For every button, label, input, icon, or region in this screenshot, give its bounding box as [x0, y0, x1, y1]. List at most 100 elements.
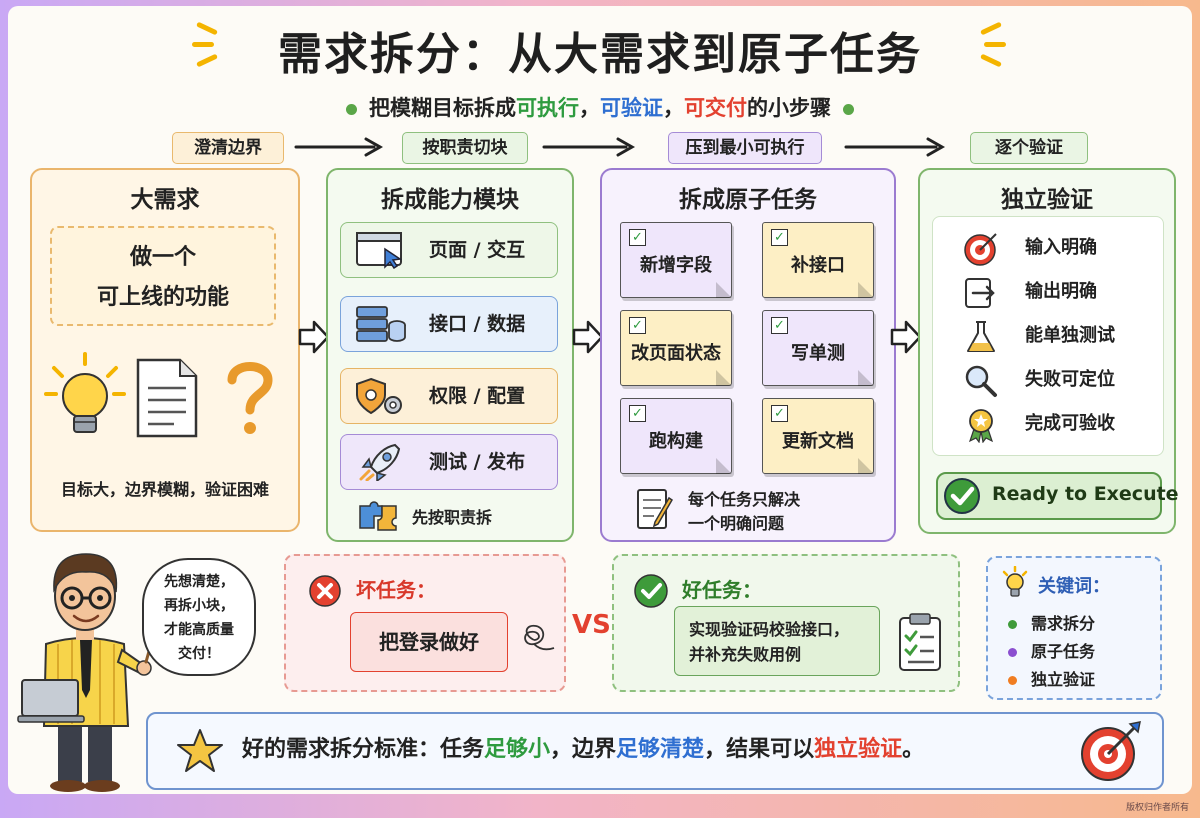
- subtitle-keyword-deliverable: 可交付: [684, 96, 747, 120]
- panel-atomic-tasks: 拆成原子任务 ✓新增字段 ✓补接口 ✓改页面状态 ✓写单测 ✓跑构建 ✓更新文档…: [600, 168, 896, 542]
- flask-icon: [967, 321, 995, 352]
- big-task-line: 可上线的功能: [96, 285, 229, 310]
- big-task-line: 做一个: [129, 245, 196, 270]
- standard-text-part: 。: [902, 737, 925, 762]
- module-permission-config: 权限 / 配置: [340, 368, 558, 424]
- standard-keyword-verify: 独立验证: [814, 737, 903, 762]
- question-mark-icon: [227, 362, 273, 434]
- panel2-footer: 先按职责拆: [412, 508, 493, 527]
- ready-to-execute-badge[interactable]: Ready to Execute: [936, 472, 1179, 520]
- task-note: ✓ 改页面状态: [620, 310, 732, 386]
- puzzle-icon: [359, 501, 397, 531]
- speech-line: 才能高质量: [164, 622, 234, 638]
- module-api-data: 接口 / 数据: [340, 296, 558, 352]
- task-note: ✓补接口: [762, 222, 874, 298]
- module-test-release: 测试 / 发布: [340, 434, 558, 490]
- step-clarify-boundary: 澄清边界: [172, 132, 284, 164]
- standard-keyword-small: 足够小: [484, 737, 551, 762]
- task-label: 写单测: [791, 343, 845, 364]
- keyword-dot-icon: [1008, 648, 1017, 657]
- ready-label: Ready to Execute: [992, 483, 1179, 505]
- step-arrow-icon: [294, 137, 384, 157]
- good-task-line: 实现验证码校验接口，: [689, 620, 850, 639]
- good-task-label: 好任务：: [682, 578, 762, 602]
- keywords-box: 关键词： 需求拆分 原子任务 独立验证: [986, 556, 1162, 700]
- target-icon: [964, 233, 997, 266]
- checkbox-icon: ✓: [629, 317, 646, 334]
- green-dot-icon: [346, 103, 357, 115]
- task-label: 补接口: [791, 255, 845, 276]
- flow-arrow-icon: [890, 320, 922, 354]
- module-label: 接口 / 数据: [429, 313, 526, 335]
- panel-capability-modules: 拆成能力模块 页面 / 交互 接口 / 数据: [326, 168, 574, 542]
- standard-text-part: ，结果可以: [704, 737, 815, 762]
- shield-gear-icon: [356, 377, 402, 415]
- x-circle-icon: [309, 575, 341, 607]
- flow-arrow-icon: [298, 320, 330, 354]
- infographic-canvas: 需求拆分：从大需求到原子任务 把模糊目标拆成可执行，可验证，可交付的小步骤 澄清…: [8, 6, 1192, 794]
- bad-task-card: 坏任务： 把登录做好: [284, 554, 566, 692]
- medal-icon: [968, 409, 994, 443]
- criteria-label: 输入明确: [1025, 237, 1097, 258]
- standard-text-part: ，边界: [550, 737, 617, 762]
- step-minimal-executable: 压到最小可执行: [668, 132, 822, 164]
- panel-independent-verification: 独立验证 输入明确 输出明确 能单独测试 失败可定位 完成可验收: [918, 168, 1179, 534]
- document-icon: [136, 358, 198, 438]
- good-task-example: 实现验证码校验接口， 并补充失败用例: [674, 606, 880, 676]
- rocket-icon: [359, 443, 401, 481]
- magnifier-icon: [965, 365, 997, 397]
- panel-title: 独立验证: [1001, 187, 1093, 213]
- module-label: 测试 / 发布: [429, 451, 526, 473]
- green-dot-icon: [843, 103, 854, 115]
- module-label: 页面 / 交互: [429, 239, 526, 261]
- check-circle-icon: [634, 574, 668, 608]
- keyword-dot-icon: [1008, 620, 1017, 629]
- database-icon: [356, 306, 406, 342]
- standard-banner: 好的需求拆分标准：任务足够小，边界足够清楚，结果可以独立验证。: [146, 712, 1164, 790]
- tangled-scribble-icon: [524, 624, 555, 651]
- star-icon: [177, 729, 223, 772]
- task-label: 改页面状态: [631, 343, 721, 364]
- good-task-card: 好任务： 实现验证码校验接口， 并补充失败用例: [612, 554, 960, 692]
- criteria-label: 完成可验收: [1025, 413, 1115, 434]
- module-label: 权限 / 配置: [429, 385, 526, 407]
- panel-title: 拆成能力模块: [381, 187, 519, 213]
- page-title: 需求拆分：从大需求到原子任务: [278, 29, 922, 80]
- panel-big-requirement: 大需求 做一个 可上线的功能 目标大，边界模糊，验证困难: [30, 168, 300, 532]
- subtitle-suffix: 的小步骤: [747, 96, 831, 120]
- speech-line: 再拆小块，: [164, 598, 234, 614]
- speech-bubble: 先想清楚， 再拆小块， 才能高质量 交付！: [142, 558, 256, 676]
- step-arrow-icon: [844, 137, 946, 157]
- standard-text: 好的需求拆分标准：任务足够小，边界足够清楚，结果可以独立验证。: [242, 714, 924, 786]
- task-note: ✓新增字段: [620, 222, 732, 298]
- bad-task-example: 把登录做好: [350, 612, 508, 672]
- checkbox-icon: ✓: [629, 405, 646, 422]
- target-icon: [1081, 721, 1141, 781]
- output-arrow-icon: [965, 278, 995, 308]
- panel3-footer-line: 一个明确问题: [688, 514, 785, 533]
- panel1-caption: 目标大，边界模糊，验证困难: [60, 480, 269, 499]
- big-task-box: 做一个 可上线的功能: [50, 226, 276, 326]
- keyword-label: 需求拆分: [1031, 614, 1096, 633]
- subtitle-sep: ，: [579, 96, 600, 120]
- task-label: 更新文档: [782, 431, 854, 452]
- watermark: 版权归作者所有: [1126, 803, 1190, 813]
- step-verify-each: 逐个验证: [970, 132, 1088, 164]
- standard-text-part: 好的需求拆分标准：任务: [242, 737, 485, 762]
- checkbox-icon: ✓: [629, 229, 646, 246]
- vs-label: VS: [572, 610, 611, 640]
- clipboard-checklist-icon: [899, 613, 941, 671]
- step-arrow-icon: [542, 137, 636, 157]
- subtitle: 把模糊目标拆成可执行，可验证，可交付的小步骤: [8, 92, 1192, 122]
- panel-title: 拆成原子任务: [679, 187, 817, 213]
- panel-title: 大需求: [130, 187, 200, 213]
- task-note: ✓跑构建: [620, 398, 732, 474]
- light-bulb-icon: [44, 352, 126, 433]
- module-page-interaction: 页面 / 交互: [340, 222, 558, 278]
- keyword-label: 独立验证: [1031, 670, 1096, 689]
- criteria-box: 输入明确 输出明确 能单独测试 失败可定位 完成可验收: [932, 216, 1164, 456]
- bad-task-label: 坏任务：: [356, 578, 436, 602]
- criteria-label: 输出明确: [1025, 281, 1097, 302]
- task-note: ✓更新文档: [762, 398, 874, 474]
- criteria-label: 能单独测试: [1025, 325, 1115, 346]
